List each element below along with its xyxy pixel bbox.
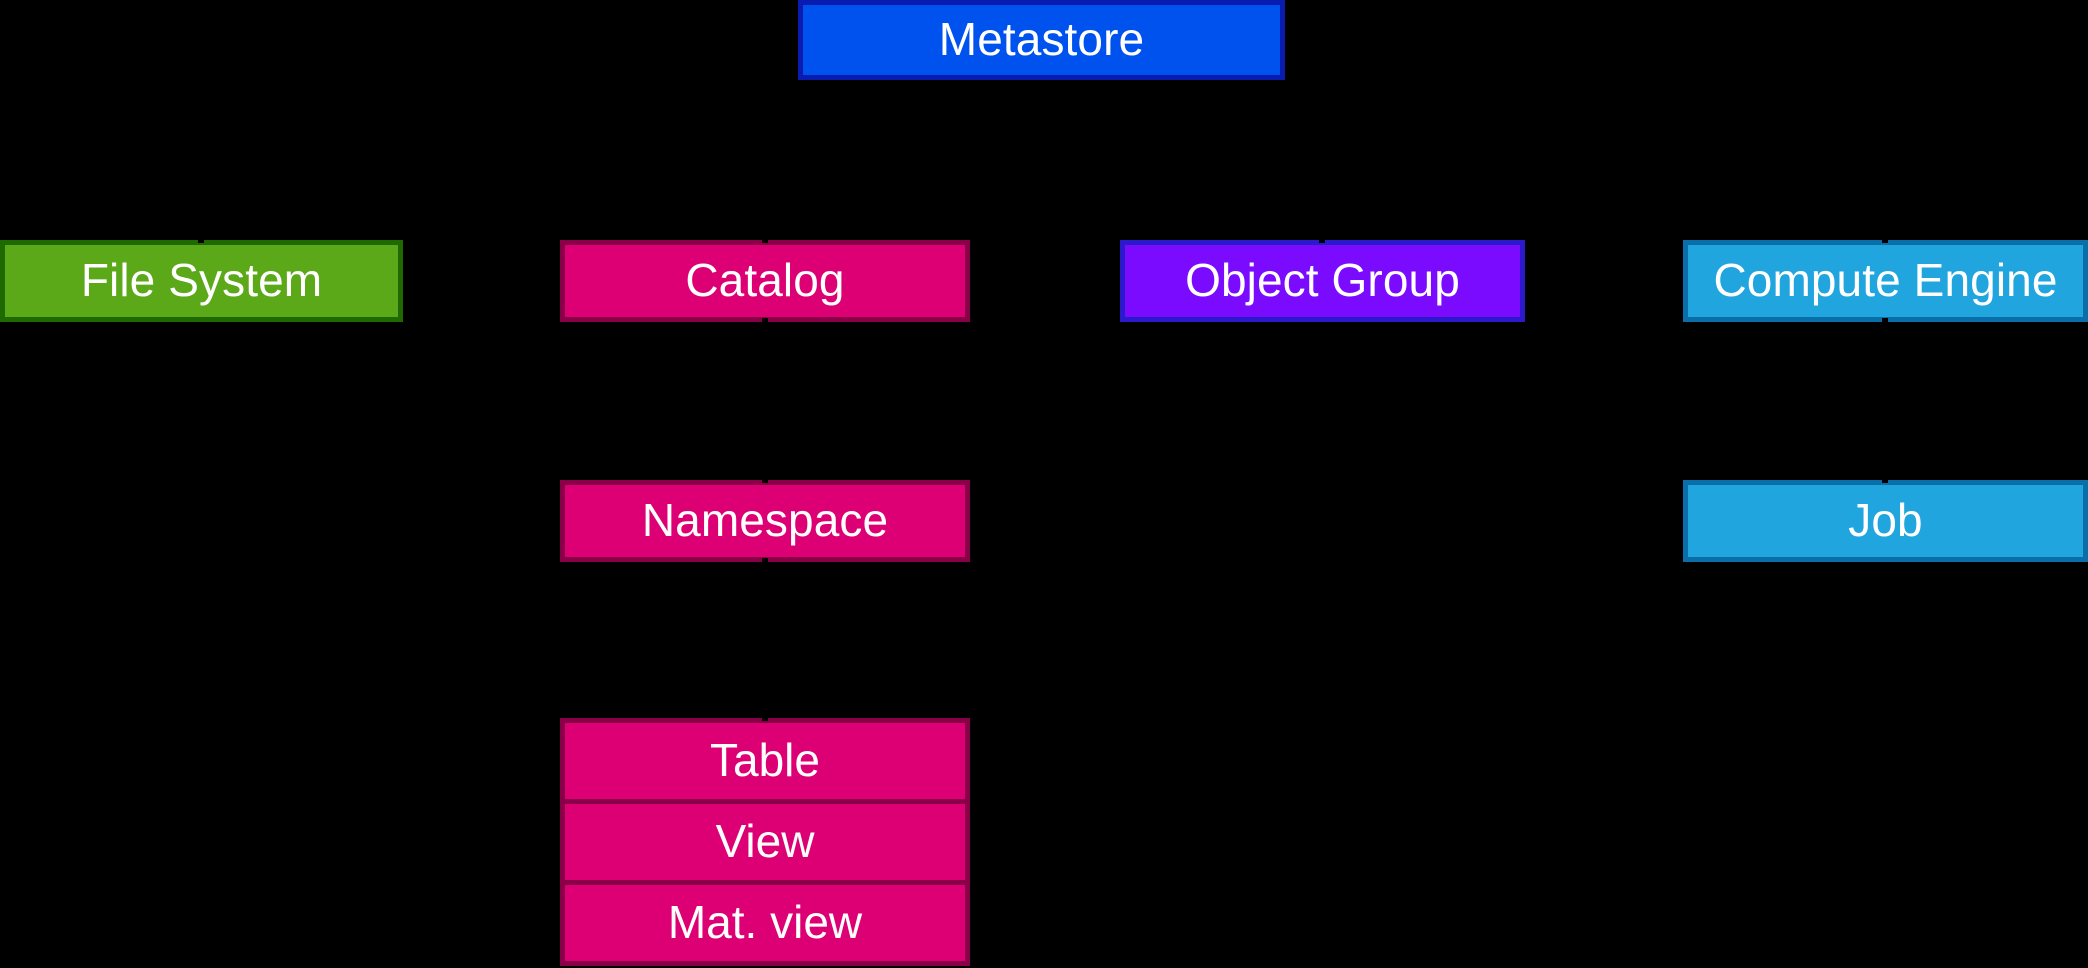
node-metastore[interactable]: Metastore <box>798 0 1285 80</box>
node-file-system-label: File System <box>80 254 323 306</box>
node-object-group-label: Object Group <box>1185 254 1460 306</box>
node-object-group[interactable]: Object Group <box>1120 240 1525 322</box>
node-table-label: Table <box>710 734 820 786</box>
node-job[interactable]: Job <box>1683 480 2088 562</box>
edge-metastore-to-catalog <box>763 80 1043 240</box>
node-compute-engine-label: Compute Engine <box>1713 254 2058 306</box>
connector-stub-namespace-bottom <box>762 558 768 565</box>
edge-metastore-to-file-system <box>199 80 1043 240</box>
connector-stub-compute-engine-bottom <box>1882 318 1888 325</box>
connector-stub-object-group-top <box>1319 236 1325 243</box>
connector-stub-namespace-top <box>762 476 768 483</box>
connector-stub-catalog-bottom <box>762 318 768 325</box>
node-catalog-label: Catalog <box>685 254 845 306</box>
connector-stub-file-system-top <box>198 236 204 243</box>
node-mat-view[interactable]: Mat. view <box>560 882 970 966</box>
node-catalog[interactable]: Catalog <box>560 240 970 322</box>
connector-stub-table-stack-top <box>762 714 768 721</box>
node-view[interactable]: View <box>560 801 970 885</box>
node-metastore-label: Metastore <box>938 13 1145 65</box>
node-compute-engine[interactable]: Compute Engine <box>1683 240 2088 322</box>
edge-metastore-to-object-group <box>1039 80 1324 240</box>
node-namespace[interactable]: Namespace <box>560 480 970 562</box>
node-file-system[interactable]: File System <box>0 240 403 322</box>
node-table[interactable]: Table <box>560 718 970 804</box>
node-view-label: View <box>715 815 815 867</box>
connector-stub-job-top <box>1882 476 1888 483</box>
node-job-label: Job <box>1848 494 1923 546</box>
node-mat-view-label: Mat. view <box>667 896 863 948</box>
connector-stub-compute-engine-top <box>1882 236 1888 243</box>
node-namespace-label: Namespace <box>641 494 889 546</box>
edge-metastore-to-compute-engine <box>1039 80 1887 240</box>
connector-stub-catalog-top <box>762 236 768 243</box>
node-table-view-stack: Table View Mat. view <box>560 718 970 966</box>
